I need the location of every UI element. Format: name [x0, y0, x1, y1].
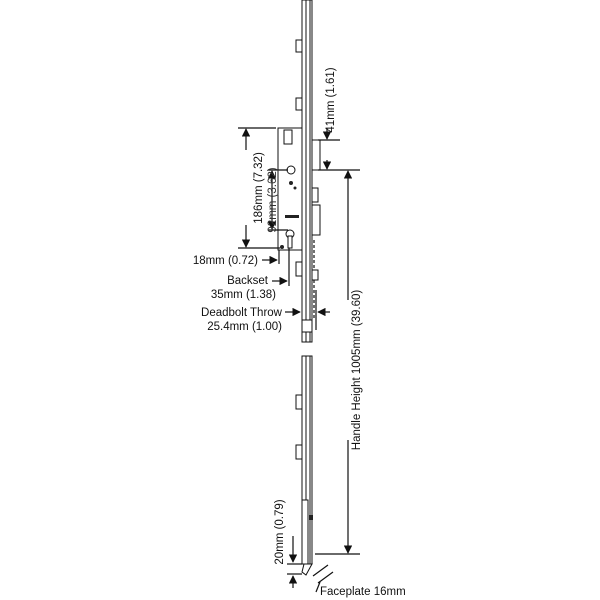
- faceplate-upper: [295, 0, 321, 343]
- case-height-label: 186mm (7.32): [253, 152, 265, 224]
- backset-title: Backset: [227, 275, 269, 287]
- handle-height-label: Handle Height 1005mm (39.60): [351, 290, 363, 451]
- centres-label: 92mm (3.62): [267, 167, 279, 232]
- faceplate-lower: [295, 355, 313, 576]
- faceplate-label: Faceplate 16mm: [320, 586, 406, 598]
- top-offset-label: 41mm (1.61): [325, 67, 337, 132]
- lock-case: [277, 127, 303, 251]
- deadbolt-value: 25.4mm (1.00): [207, 321, 282, 333]
- dimension-lines: [238, 127, 360, 593]
- deadbolt-title: Deadbolt Throw: [201, 307, 283, 319]
- edge-offset-label: 18mm (0.72): [193, 255, 258, 267]
- bottom-offset-label: 20mm (0.79): [274, 499, 286, 564]
- backset-value: 35mm (1.38): [211, 289, 276, 301]
